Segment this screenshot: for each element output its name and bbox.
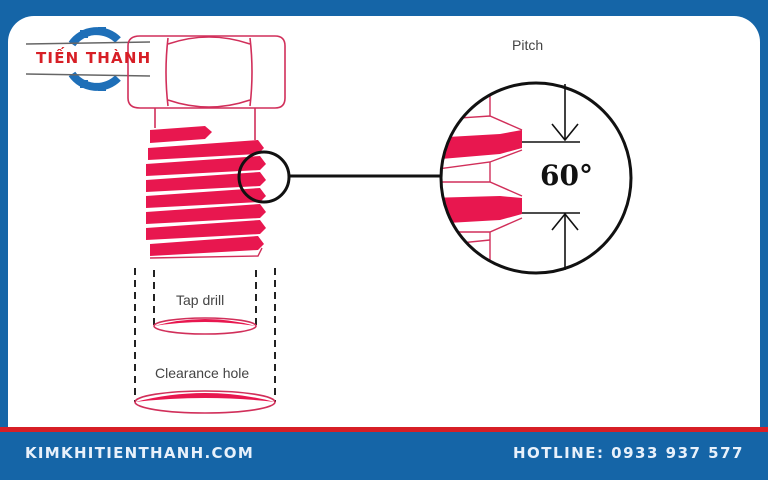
pitch-label: Pitch xyxy=(512,37,543,53)
hotline-text: HOTLINE: 0933 937 577 xyxy=(512,444,744,462)
pitch-dimension xyxy=(522,84,580,270)
content-panel xyxy=(8,16,760,428)
bolt-hex-head xyxy=(127,35,286,109)
bolt-threads xyxy=(146,126,266,259)
gear-logo-icon xyxy=(25,27,151,91)
logo-text: TIẾN THÀNH xyxy=(36,49,152,67)
thread-diagram: Pitch 60° Tap drill Clearance hole xyxy=(25,27,633,414)
footer-bar: KIMKHITIENTHANH.COM HOTLINE: 0933 937 57… xyxy=(0,432,768,480)
bolt-shank xyxy=(154,108,256,140)
clearance-hole-label: Clearance hole xyxy=(155,365,249,381)
red-stripe xyxy=(0,427,768,432)
tap-drill-label: Tap drill xyxy=(176,292,224,308)
thread-detail-view xyxy=(441,94,523,262)
website-link[interactable]: KIMKHITIENTHANH.COM xyxy=(25,444,255,462)
hole-guides xyxy=(134,268,276,402)
angle-label: 60° xyxy=(540,159,593,192)
